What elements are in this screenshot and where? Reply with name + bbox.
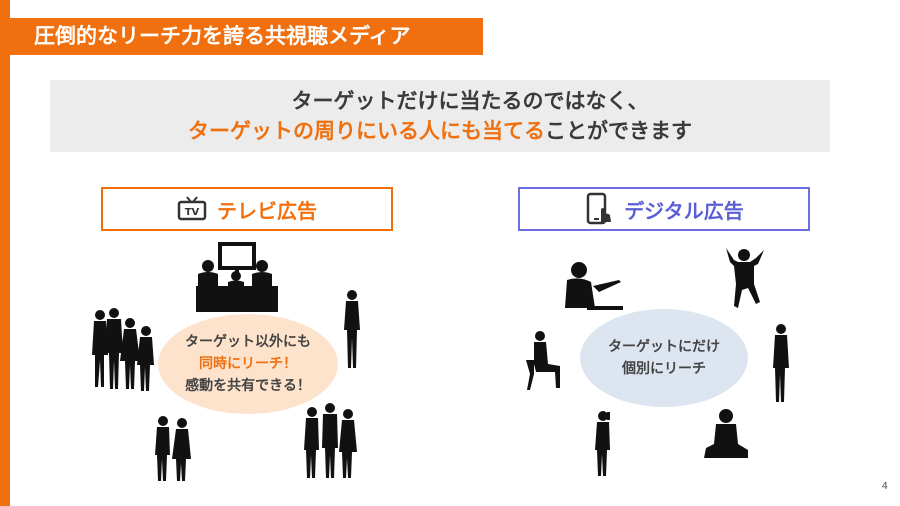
message-line-1: ターゲットだけに当たるのではなく、 bbox=[291, 89, 649, 113]
tv-reach-bubble: ターゲット以外にも 同時にリーチ！ 感動を共有できる！ bbox=[158, 314, 338, 414]
digital-ad-label-text: デジタル広告 bbox=[624, 198, 744, 223]
message-highlight: ターゲットの周りにいる人にも当てる bbox=[188, 119, 545, 143]
page-number: 4 bbox=[881, 481, 888, 492]
tv-bubble-line-3: 感動を共有できる！ bbox=[185, 378, 311, 394]
woman-walking-silhouette bbox=[344, 290, 360, 368]
sitting-woman-silhouette bbox=[704, 409, 748, 458]
digital-bubble-line-2: 個別にリーチ bbox=[622, 361, 706, 377]
smartphone-touch-icon bbox=[586, 192, 612, 225]
group-silhouette bbox=[92, 308, 154, 391]
person-with-laptop-silhouette bbox=[565, 262, 623, 310]
tv-ad-label-text: テレビ広告 bbox=[217, 198, 317, 223]
couple-silhouette bbox=[155, 416, 191, 481]
svg-text:TV: TV bbox=[185, 207, 200, 218]
page-title: 圧倒的なリーチ力を誇る共視聴メディア bbox=[0, 18, 483, 55]
tv-bubble-line-2: 同時にリーチ！ bbox=[199, 356, 297, 372]
digital-ad-label: デジタル広告 bbox=[518, 187, 810, 231]
key-message: ターゲットだけに当たるのではなく、 ターゲットの周りにいる人にも当てることができ… bbox=[50, 80, 830, 152]
man-on-phone-silhouette bbox=[595, 411, 610, 476]
message-line-2: ターゲットの周りにいる人にも当てることができます bbox=[50, 116, 830, 146]
digital-reach-bubble: ターゲットにだけ 個別にリーチ bbox=[580, 309, 748, 407]
tv-bubble-line-1: ターゲット以外にも bbox=[185, 334, 311, 350]
digital-bubble-line-1: ターゲットにだけ bbox=[608, 339, 720, 355]
person-jumping-silhouette bbox=[726, 248, 764, 308]
woman-standing-silhouette bbox=[773, 324, 789, 402]
accent-bar bbox=[0, 0, 10, 506]
message-rest: ことができます bbox=[545, 119, 692, 143]
business-group-silhouette bbox=[304, 403, 357, 478]
seated-person-silhouette bbox=[526, 331, 560, 390]
family-watching-tv-silhouette bbox=[196, 242, 278, 312]
tv-ad-label: TV テレビ広告 bbox=[101, 187, 393, 231]
tv-icon: TV bbox=[177, 196, 207, 221]
